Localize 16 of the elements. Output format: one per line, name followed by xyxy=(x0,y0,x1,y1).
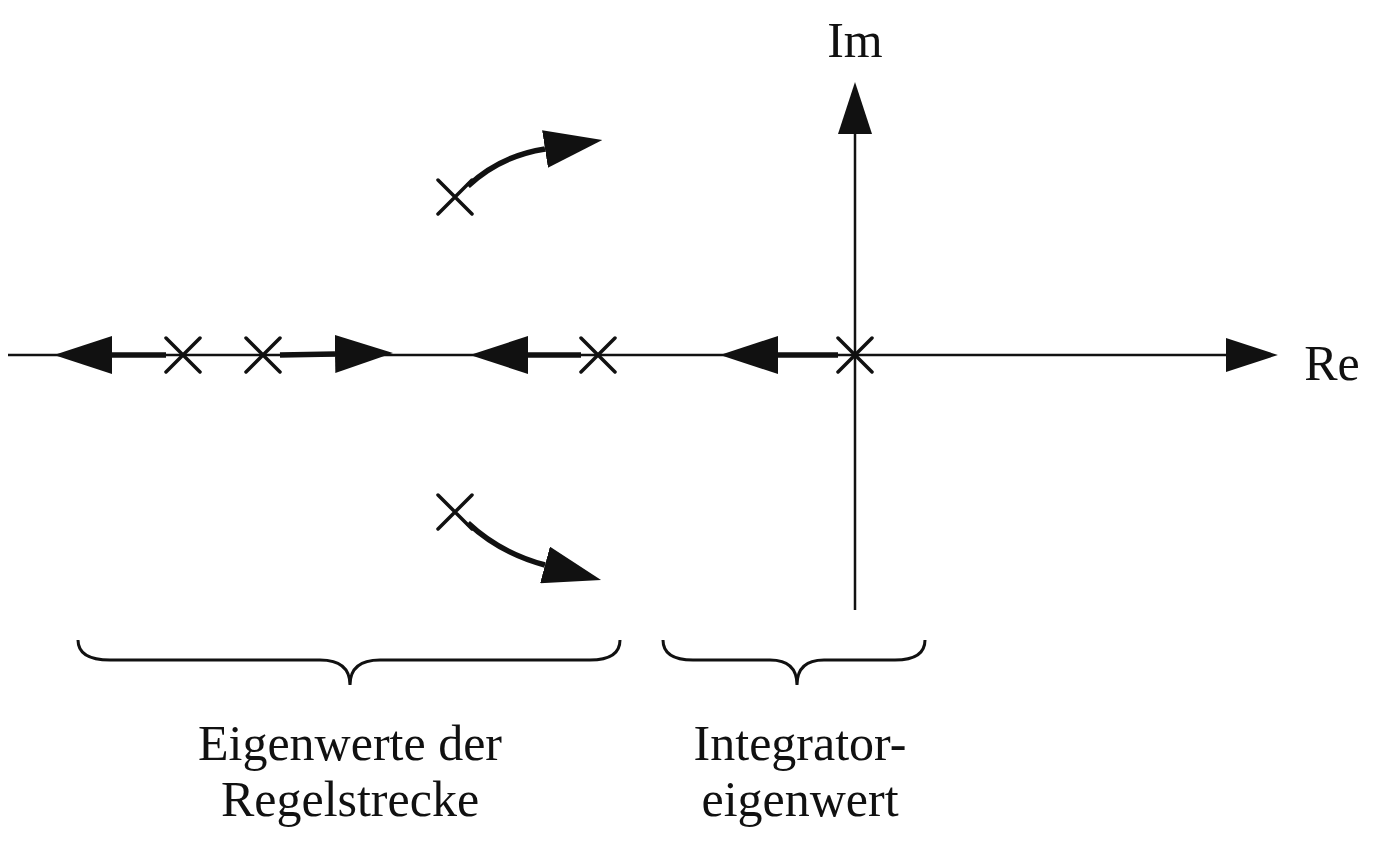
locus-arrow xyxy=(279,335,393,373)
pole-cross xyxy=(436,493,474,531)
pole-cross xyxy=(164,336,202,374)
locus-arrow xyxy=(720,336,838,374)
pole-cross xyxy=(244,336,282,374)
pole-cross xyxy=(579,336,617,374)
brace-label: Eigenwerte der Regelstrecke xyxy=(197,715,503,827)
pole-cross xyxy=(436,178,474,216)
pole-cross xyxy=(836,336,874,374)
locus-arrow xyxy=(466,130,603,189)
locus-arrow xyxy=(54,336,166,374)
locus-arrow xyxy=(466,520,601,584)
axis-label: Im xyxy=(826,12,884,68)
brace-label: Integrator- eigenwert xyxy=(692,715,908,827)
locus-arrow xyxy=(470,336,581,374)
axis-label: Re xyxy=(1303,335,1361,391)
